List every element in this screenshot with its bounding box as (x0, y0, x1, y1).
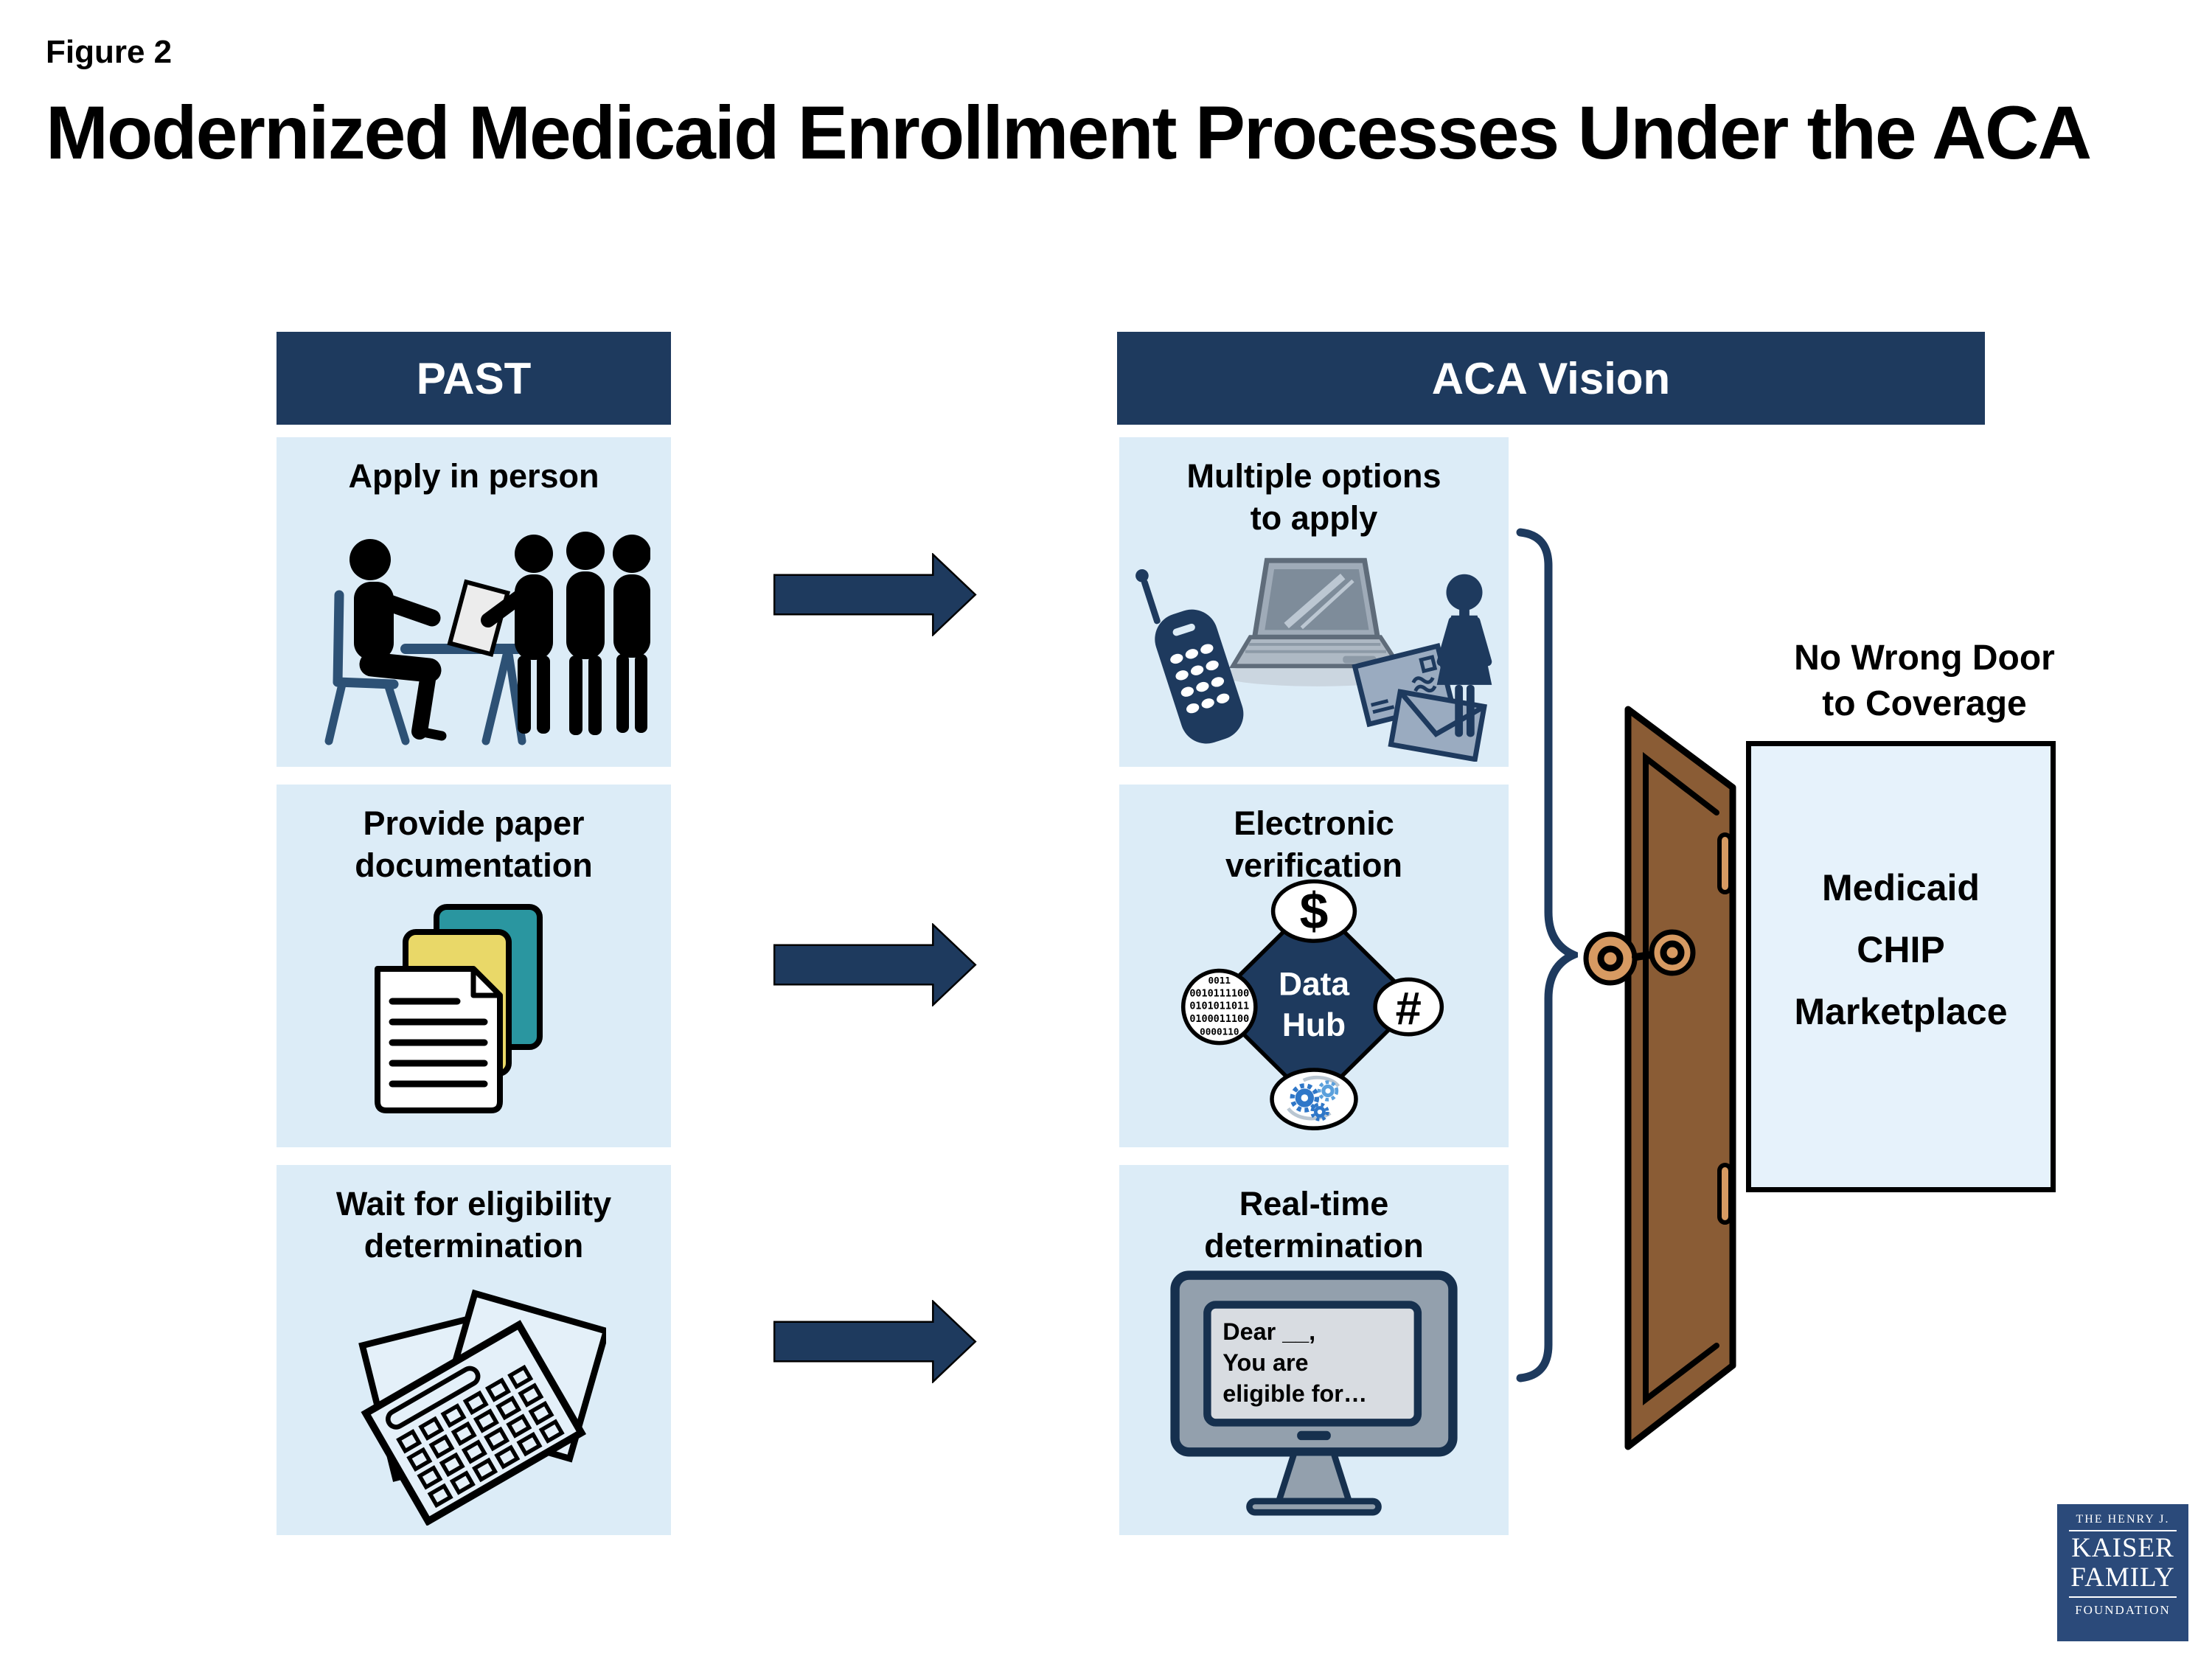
arrow-icon (773, 1300, 977, 1383)
grouping-brace (1516, 528, 1578, 1382)
past-header-label: PAST (416, 353, 532, 403)
panel-wait-for-eligibility: Wait for eligibility determination (276, 1165, 671, 1535)
monitor-text-line: eligible for… (1222, 1380, 1367, 1407)
woman-icon (1436, 574, 1492, 737)
logo-text: THE HENRY J. (2076, 1513, 2170, 1526)
monitor-screen (1203, 1301, 1422, 1427)
data-hub-label: Hub (1282, 1007, 1346, 1043)
logo-text: FAMILY (2070, 1562, 2175, 1593)
panel-electronic-verification: Electronic verification Data Hub $ 0011 … (1119, 785, 1509, 1147)
monitor-stand (1274, 1449, 1354, 1505)
arrow-icon (773, 553, 977, 636)
panel-title: Provide paper documentation (276, 785, 671, 886)
svg-text:0000110: 0000110 (1200, 1026, 1239, 1037)
panel-title-line: Provide paper (363, 804, 585, 842)
open-door-icon (1583, 706, 1736, 1450)
laptop-icon (1228, 557, 1404, 669)
panel-title: Electronic verification (1119, 785, 1509, 886)
seated-person-icon (349, 539, 447, 741)
door-inset-line (1643, 751, 1719, 1406)
monitor-button (1297, 1430, 1331, 1441)
arrow-icon (773, 923, 977, 1006)
svg-text:0101011011: 0101011011 (1189, 1001, 1249, 1012)
monitor-text-line: Dear __, (1222, 1318, 1315, 1345)
svg-text:0100011100: 0100011100 (1189, 1014, 1249, 1025)
destination-label: Marketplace (1794, 991, 2008, 1032)
panel-real-time-determination: Real-time determination Dear __, You are… (1119, 1165, 1509, 1535)
aca-column-header: ACA Vision (1117, 332, 1985, 425)
page-title: Modernized Medicaid Enrollment Processes… (46, 91, 2092, 175)
panel-title-line: to apply (1250, 499, 1378, 537)
multiple-options-icon (1135, 557, 1492, 762)
svg-text:0010111100: 0010111100 (1189, 988, 1249, 999)
calendar-sheet-front (361, 1320, 587, 1526)
panel-title-line: Electronic (1234, 804, 1394, 842)
standing-people-icon (481, 532, 650, 735)
no-wrong-door-caption: No Wrong Door to Coverage (1718, 636, 2131, 727)
logo-text: KAISER (2071, 1533, 2174, 1563)
figure-label: Figure 2 (46, 34, 173, 70)
coverage-destinations-box: Medicaid CHIP Marketplace (1746, 741, 2056, 1192)
cell-phone-icon (1135, 568, 1244, 744)
white-page (375, 966, 503, 1113)
panel-title-line: Multiple options (1186, 457, 1441, 495)
panel-title-line: Wait for eligibility (335, 1185, 612, 1222)
panel-provide-paper-documentation: Provide paper documentation (276, 785, 671, 1147)
eligibility-monitor-icon: Dear __, You are eligible for… (1170, 1270, 1458, 1516)
panel-title: Real-time determination (1119, 1165, 1509, 1267)
panel-multiple-options: Multiple options to apply (1119, 437, 1509, 767)
door-knob-icon (1583, 929, 1696, 986)
aca-header-label: ACA Vision (1431, 353, 1671, 403)
past-column-header: PAST (276, 332, 671, 425)
destination-label: Medicaid (1822, 867, 1980, 908)
logo-text: FOUNDATION (2075, 1603, 2171, 1617)
hash-source-icon: # (1373, 977, 1444, 1037)
paper-documents-icon (375, 904, 543, 1113)
panel-title-line: documentation (355, 846, 593, 884)
gears-source-icon (1270, 1068, 1358, 1130)
apply-in-person-icon (324, 532, 650, 745)
logo-rule (2069, 1596, 2177, 1598)
chair-icon (324, 590, 410, 745)
dollar-source-icon: $ (1270, 879, 1357, 943)
panel-title: Apply in person (276, 437, 671, 497)
panel-title-line: Real-time (1239, 1185, 1389, 1222)
kaiser-family-foundation-logo: THE HENRY J. KAISER FAMILY FOUNDATION (2057, 1504, 2188, 1641)
calendar-stack-icon (358, 1289, 606, 1526)
data-hub-label: Data (1279, 967, 1349, 1003)
door-hinge (1717, 1163, 1733, 1225)
data-hub-icon: Data Hub $ 0011 0010111100 0101011011 01… (1180, 879, 1444, 1130)
application-paper-icon (447, 579, 511, 658)
destination-label: CHIP (1857, 929, 1945, 970)
door-hinge (1717, 832, 1733, 894)
panel-title-line: Apply in person (348, 457, 599, 495)
panel-title: Multiple options to apply (1119, 437, 1509, 539)
svg-text:#: # (1396, 983, 1422, 1034)
caption-line: to Coverage (1822, 684, 2027, 723)
door-panel (1624, 706, 1736, 1450)
binary-source-icon: 0011 0010111100 0101011011 0100011100 00… (1180, 968, 1258, 1046)
panel-title-line: determination (1204, 1227, 1424, 1265)
monitor-text-line: You are (1222, 1349, 1308, 1376)
panel-apply-in-person: Apply in person (276, 437, 671, 767)
logo-rule (2069, 1530, 2177, 1531)
panel-title-line: verification (1225, 846, 1403, 884)
panel-title: Wait for eligibility determination (276, 1165, 671, 1267)
caption-line: No Wrong Door (1794, 639, 2055, 678)
monitor-base (1246, 1498, 1382, 1516)
svg-text:$: $ (1300, 882, 1329, 939)
mail-icon (1352, 642, 1487, 762)
panel-title-line: determination (364, 1227, 584, 1265)
svg-text:0011: 0011 (1208, 975, 1231, 986)
